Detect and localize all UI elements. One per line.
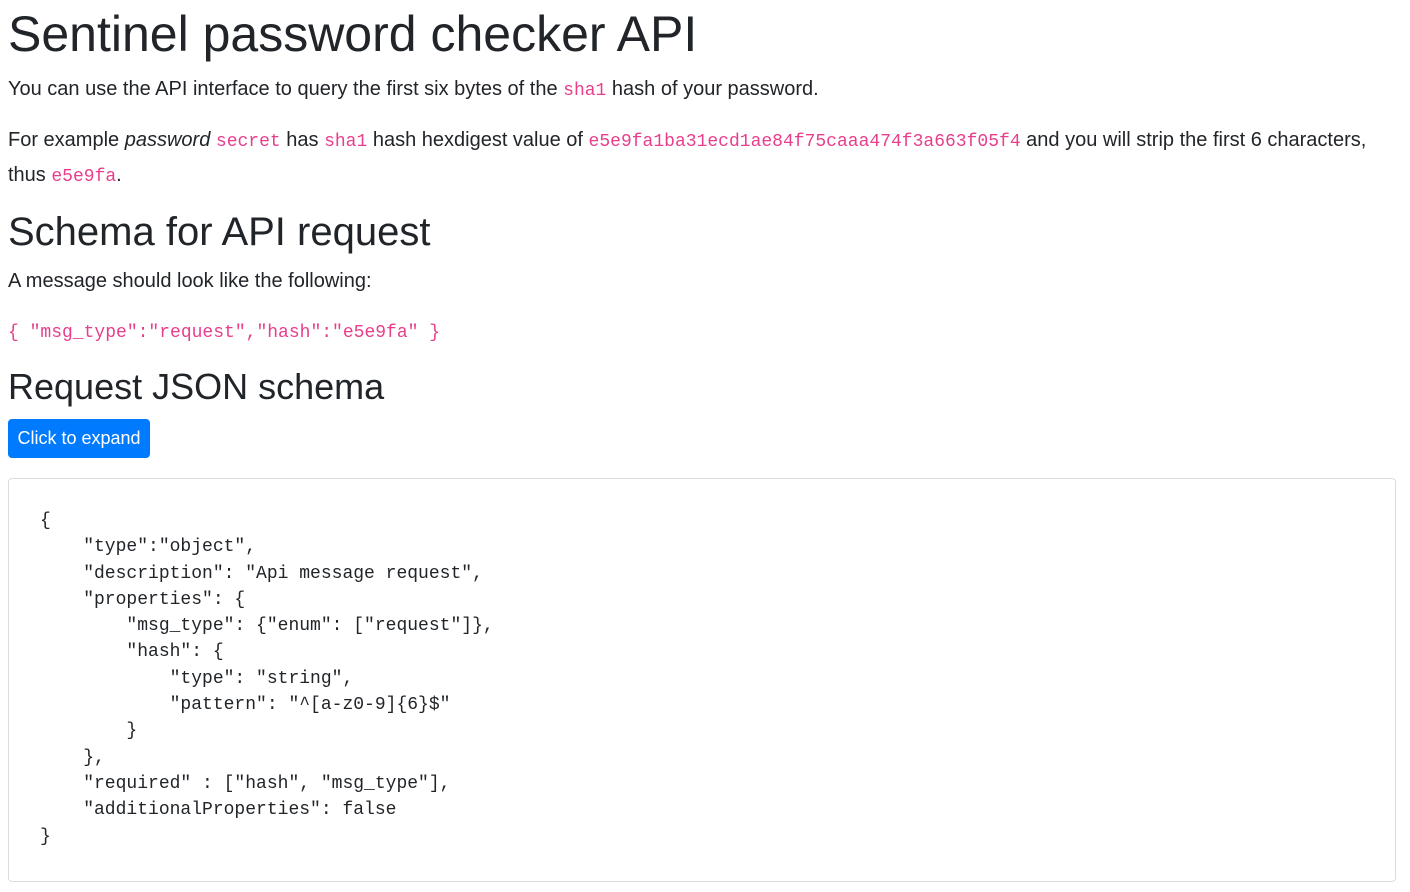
request-schema-heading: Request JSON schema [8,366,385,407]
example-text-1: For example [8,129,125,151]
message-description: A message should look like the following… [8,270,372,292]
example-digest-code: e5e9fa1ba31ecd1ae84f75caaa474f3a663f05f4 [588,132,1021,152]
example-text-end: . [116,164,122,186]
schema-code-block: { "type":"object", "description": "Api m… [40,511,494,847]
example-short-hash-code: e5e9fa [51,167,117,187]
example-secret-code: secret [215,132,281,152]
example-text-4: and you will strip the first 6 character… [8,129,1367,186]
example-sha1-code: sha1 [324,132,368,152]
example-text-3: hash hexdigest value of [367,129,589,151]
expand-button[interactable]: Click to expand [8,419,150,458]
intro-sha1-code: sha1 [563,81,607,101]
example-text-2: has [280,129,325,151]
page-title: Sentinel password checker API [8,6,698,62]
intro-text-after: hash of your password. [606,78,819,100]
intro-paragraph: You can use the API interface to query t… [8,73,819,108]
example-password-word: password [124,129,211,151]
schema-card: { "type":"object", "description": "Api m… [8,478,1396,882]
intro-text-before: You can use the API interface to query t… [8,78,564,100]
example-paragraph: For example password secret has sha1 has… [8,124,1402,194]
schema-heading: Schema for API request [8,210,431,254]
example-message-code: { "msg_type":"request","hash":"e5e9fa" } [8,323,441,343]
